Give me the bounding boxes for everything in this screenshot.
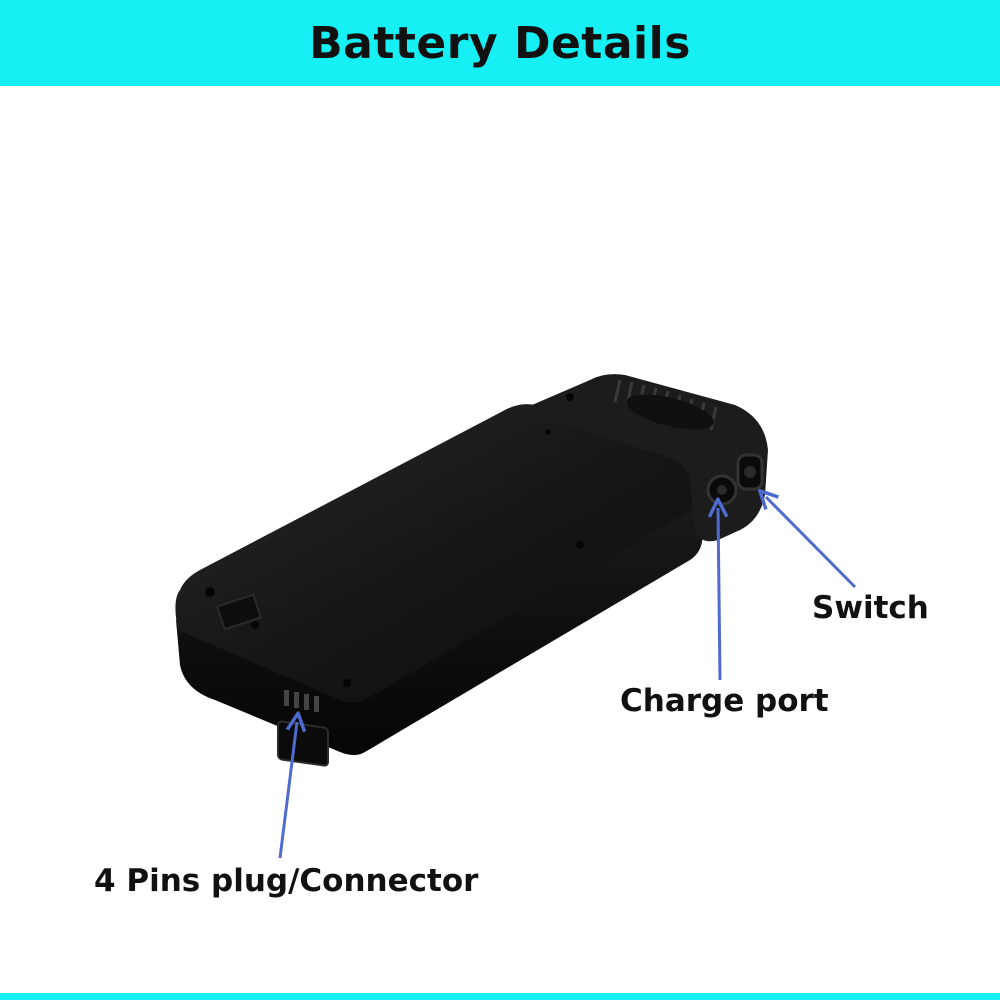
screw-holes: [205, 393, 584, 687]
charge-port-arrow: [718, 508, 720, 681]
page-title: Battery Details: [309, 17, 691, 69]
connector-pins: [284, 690, 319, 712]
pins-connector-arrow: [278, 722, 297, 859]
pins-connector-label: 4 Pins plug/Connector: [94, 863, 479, 899]
switch-arrow: [766, 497, 857, 589]
title-banner: Battery Details: [0, 0, 1000, 86]
bottom-strip: [0, 993, 1000, 1000]
charge-port-label: Charge port: [620, 683, 829, 719]
battery-top: [175, 404, 708, 703]
battery-side: [176, 500, 703, 755]
switch-label: Switch: [812, 590, 929, 626]
connector-housing: [277, 720, 329, 767]
